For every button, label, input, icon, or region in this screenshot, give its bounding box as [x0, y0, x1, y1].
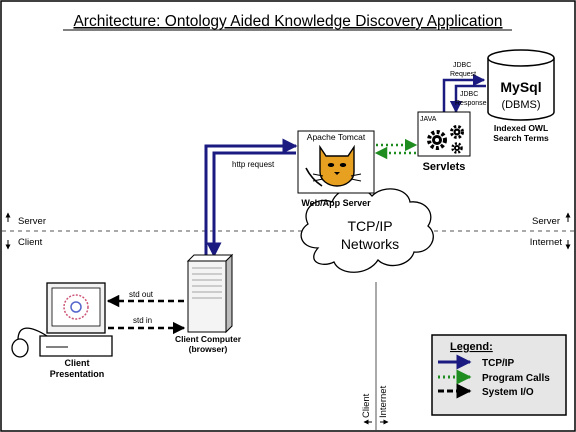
cloud-shape [300, 187, 434, 273]
webserver-box: Apache Tomcat [297, 130, 375, 194]
legend: Legend: TCP/IP Program Calls System I/O [431, 334, 567, 416]
zone-label-internet-right: Internet [530, 237, 563, 248]
jdbc-request-line [442, 73, 486, 112]
mysql-database: MySql (DBMS) [487, 49, 555, 121]
client-computer-caption-1: Client Computer [175, 334, 242, 344]
client-monitor [11, 282, 113, 358]
legend-item-tcpip: TCP/IP [482, 358, 515, 369]
legend-item-program-calls: Program Calls [482, 373, 550, 384]
gears-icon [427, 125, 464, 154]
jdbc-request-label-2: Request [450, 71, 476, 78]
servlets-box: JAVA [417, 111, 471, 157]
cloud-label-line2: Networks [341, 236, 399, 252]
zone-label-server-left: Server [18, 216, 46, 227]
tomcat-cat-icon [305, 144, 362, 187]
client-presentation-caption-2: Presentation [50, 369, 105, 379]
db-caption-line2: Search Terms [493, 133, 549, 143]
legend-item-system-io: System I/O [482, 387, 534, 398]
std-in-label: std in [133, 316, 152, 325]
diagram-title: Architecture: Ontology Aided Knowledge D… [73, 13, 502, 30]
tcpip-cloud: TCP/IP Networks [300, 187, 434, 273]
db-cylinder-body [487, 58, 555, 121]
http-request-label: http request [232, 160, 275, 169]
cloud-label-line1: TCP/IP [347, 218, 392, 234]
client-computer-caption-2: (browser) [189, 344, 228, 354]
zone-label-client-bottom: Client [361, 393, 372, 418]
db-cylinder-top [487, 49, 555, 67]
webserver-caption: Web/App Server [301, 198, 371, 208]
client-tower [186, 253, 234, 334]
zone-label-internet-bottom: Internet [378, 385, 389, 418]
db-subtitle: (DBMS) [501, 99, 540, 111]
db-caption-line1: Indexed OWL [494, 123, 548, 133]
java-label: JAVA [420, 116, 437, 123]
client-presentation-caption-1: Client [64, 358, 89, 368]
legend-title: Legend: [450, 341, 493, 353]
zone-label-client-left: Client [18, 237, 43, 248]
jdbc-response-label-2: Response [455, 100, 487, 107]
std-out-label: std out [129, 290, 154, 299]
jdbc-request-label-1: JDBC [453, 62, 471, 69]
tcpip-request-line [204, 138, 298, 256]
zone-label-server-right: Server [532, 216, 560, 227]
webserver-header: Apache Tomcat [307, 132, 366, 142]
jdbc-response-label-1: JDBC [460, 91, 478, 98]
jdbc-response-line [449, 84, 486, 114]
tcpip-response-line [206, 151, 296, 258]
legend-box [431, 334, 567, 416]
servlets-caption: Servlets [423, 161, 466, 173]
db-name: MySql [500, 79, 541, 95]
